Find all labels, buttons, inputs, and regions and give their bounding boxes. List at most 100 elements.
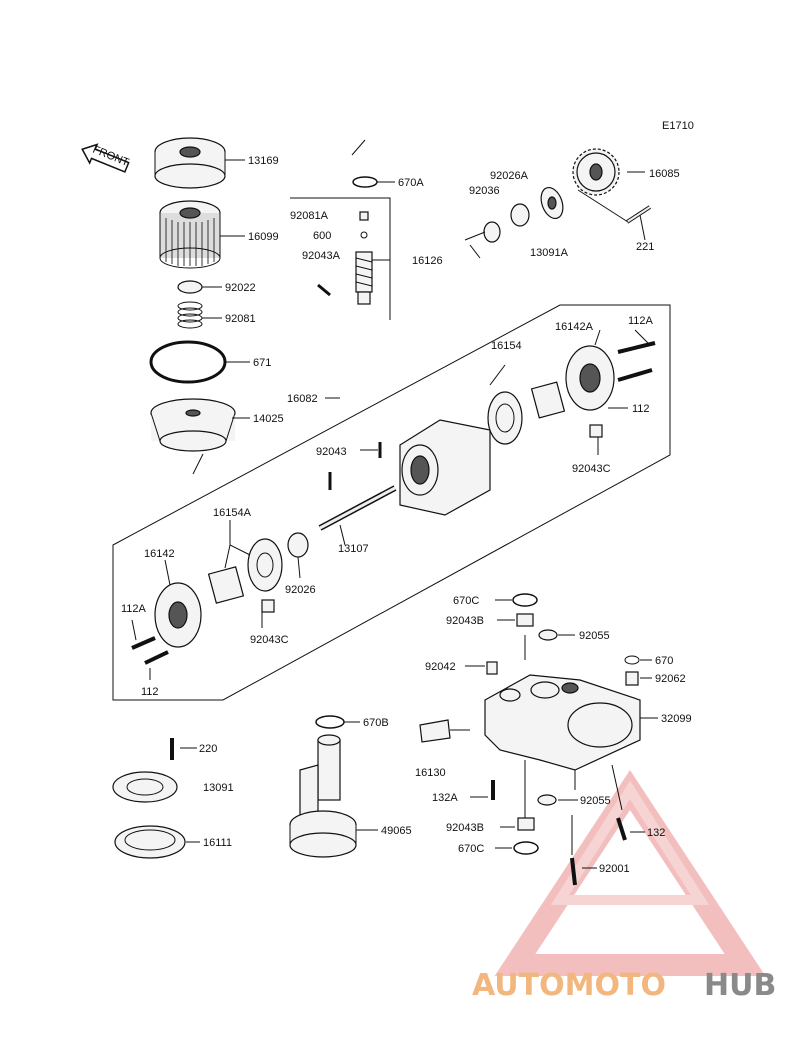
part-label: 92055 xyxy=(579,630,610,642)
part-label: 112A xyxy=(628,315,654,327)
part-label: 13091A xyxy=(530,247,569,259)
dowel-pin-part xyxy=(589,424,603,438)
washer-part xyxy=(287,532,309,558)
part-label: 13091 xyxy=(203,782,234,794)
part-label: 13169 xyxy=(248,155,279,167)
ball-part xyxy=(360,231,368,239)
washer-part xyxy=(510,203,530,227)
oil-filter xyxy=(159,200,221,269)
part-label: 92043B xyxy=(446,822,484,834)
bolt-part xyxy=(570,857,577,886)
part-label: 16130 xyxy=(415,767,446,779)
part-label: 112 xyxy=(141,686,159,698)
part-label: 92055 xyxy=(580,795,611,807)
part-label: 16154 xyxy=(491,340,522,352)
collar-part xyxy=(625,671,639,686)
part-label: 221 xyxy=(636,241,654,253)
part-label: 16099 xyxy=(248,231,279,243)
bolt-part xyxy=(616,817,627,841)
oil-filter-cover xyxy=(154,137,226,189)
part-label: 92043B xyxy=(446,615,484,627)
part-label: 16082 xyxy=(287,393,318,405)
part-label: 132A xyxy=(432,792,458,804)
part-label: 112A xyxy=(121,603,147,615)
fitting-part xyxy=(419,719,451,743)
cover-part xyxy=(114,825,186,859)
part-label: 220 xyxy=(199,743,217,755)
part-label: 16126 xyxy=(412,255,443,267)
ring-part xyxy=(483,221,501,243)
diagram-code: E1710 xyxy=(662,120,694,132)
bracket-line xyxy=(290,197,391,320)
washer-part xyxy=(537,794,557,806)
part-label: 92036 xyxy=(469,185,500,197)
part-label: 16154A xyxy=(213,507,252,519)
part-label: 92042 xyxy=(425,661,456,673)
plug-part xyxy=(359,211,369,221)
part-label: 92022 xyxy=(225,282,256,294)
part-label: 670B xyxy=(363,717,389,729)
part-label: 92043A xyxy=(302,250,341,262)
oil-screen-part xyxy=(150,398,236,452)
pump-cover-part xyxy=(565,345,615,411)
spring-part xyxy=(177,301,203,329)
part-label: 92081 xyxy=(225,313,256,325)
part-label: 49065 xyxy=(381,825,412,837)
part-label: 92043C xyxy=(572,463,611,475)
o-ring-part xyxy=(149,340,227,384)
part-label: 92062 xyxy=(655,673,686,685)
inner-rotor-part xyxy=(530,381,566,419)
strainer-housing-part xyxy=(484,674,641,771)
bolt-part xyxy=(131,636,156,650)
part-label: 132 xyxy=(647,827,665,839)
part-label: 32099 xyxy=(661,713,692,725)
part-label: 13107 xyxy=(338,543,369,555)
part-label: 16111 xyxy=(203,837,232,849)
leader-lines-left xyxy=(202,159,250,419)
oil-pump-assembly-frame xyxy=(112,304,671,701)
inner-rotor-part xyxy=(207,566,245,604)
dowel-pin-part xyxy=(486,661,498,675)
watermark-text-automoto: AUTOMOTO xyxy=(472,968,666,1003)
bolt-part xyxy=(617,368,653,382)
part-label: 16142 xyxy=(144,548,175,560)
o-ring-part xyxy=(315,715,345,729)
part-label: 92081A xyxy=(290,210,329,222)
part-label: 671 xyxy=(253,357,271,369)
outer-rotor-part xyxy=(247,538,283,592)
plate-part xyxy=(112,771,178,803)
part-labels: 13169 16099 92022 92081 671 14025 670A 9… xyxy=(121,155,692,875)
part-label: 92026A xyxy=(490,170,529,182)
outer-rotor-part xyxy=(487,391,523,445)
bolt-part xyxy=(625,205,652,224)
pickup-tube-part xyxy=(289,734,357,858)
part-label: 670A xyxy=(398,177,424,189)
leader-lines-strainer xyxy=(450,599,658,869)
dowel-pin-part xyxy=(261,599,275,613)
part-label: 92001 xyxy=(599,863,630,875)
pump-cover-part xyxy=(154,582,202,648)
watermark-logo xyxy=(494,769,766,976)
front-arrow-icon xyxy=(81,143,130,173)
pump-gear-part xyxy=(572,148,620,196)
part-label: 14025 xyxy=(253,413,284,425)
watermark-text-hub: HUB xyxy=(704,968,776,1003)
relief-valve-part xyxy=(355,251,373,305)
part-label: 670C xyxy=(453,595,479,607)
pin-part xyxy=(317,283,331,297)
o-ring-part xyxy=(512,593,538,607)
o-ring-part xyxy=(513,841,539,855)
part-label: 16085 xyxy=(649,168,680,180)
washer-part xyxy=(177,280,203,294)
part-label: 670C xyxy=(458,843,484,855)
washer-part xyxy=(538,629,558,641)
part-label: 16142A xyxy=(555,321,594,333)
o-ring-part xyxy=(624,655,640,665)
bolt-part xyxy=(144,650,169,665)
part-label: 600 xyxy=(313,230,331,242)
part-label: 92043C xyxy=(250,634,289,646)
o-ring-part xyxy=(352,176,378,188)
collar-part xyxy=(517,817,535,831)
part-label: 670 xyxy=(655,655,673,667)
